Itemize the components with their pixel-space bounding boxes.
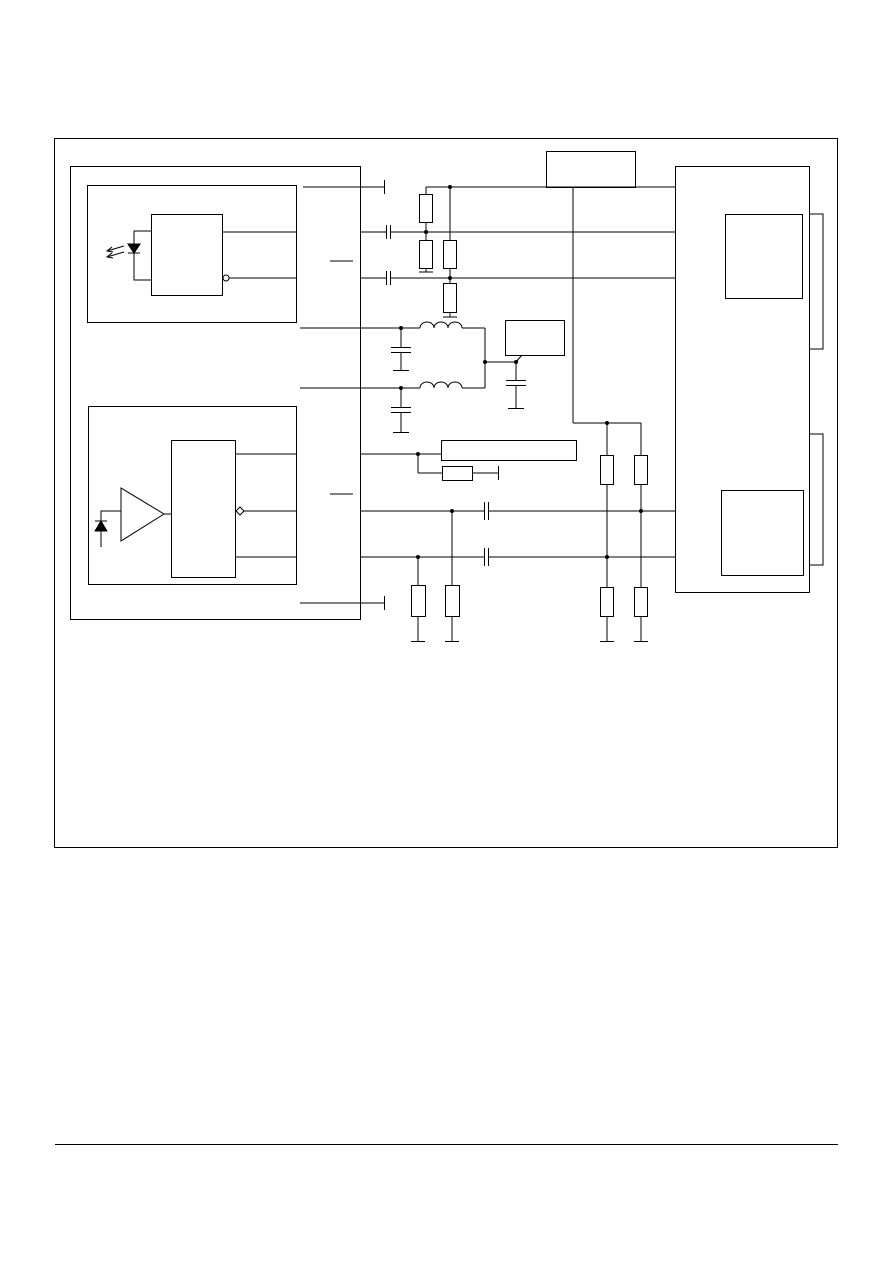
regulator-block [505, 320, 565, 363]
resistors [411, 194, 648, 617]
resistor [411, 585, 426, 617]
host-ic-rx-block [721, 490, 804, 576]
light-emission-arrows-icon [105, 245, 125, 259]
resistor [634, 455, 648, 485]
postamp-ic [171, 440, 236, 578]
resistor [600, 455, 614, 485]
module-outline [70, 166, 361, 620]
resistor [443, 283, 457, 313]
receiver-box [88, 406, 297, 585]
receiver-section [88, 406, 297, 585]
host-ic-connector-top [809, 213, 824, 350]
laser-diode-icon [105, 230, 151, 281]
resistor [600, 587, 614, 617]
inductor-coil-icon [419, 381, 463, 389]
regulator-box [505, 320, 565, 356]
filter-capacitors [391, 328, 526, 433]
host-ic-outline [675, 166, 810, 593]
resistor [419, 240, 433, 269]
resistor [442, 466, 473, 481]
junction-dots [399, 185, 643, 559]
host-ic [675, 166, 824, 593]
footer-rule [55, 1144, 838, 1145]
wiring [360, 180, 676, 641]
supply-block [546, 151, 636, 188]
transceiver-module [70, 166, 361, 620]
inductors [419, 321, 463, 389]
preamp-triangle-icon [120, 487, 165, 542]
inductor-coil-icon [419, 321, 463, 329]
inverted-output-bubble [222, 274, 230, 282]
laser-driver-ic [151, 214, 223, 296]
photodiode-icon [94, 510, 121, 547]
transmitter-section [87, 185, 297, 323]
inverted-output-diamond [235, 506, 245, 516]
resistor [443, 240, 457, 269]
resistor [419, 194, 433, 223]
resistor [634, 587, 648, 617]
host-ic-connector-bottom [809, 433, 824, 566]
transmitter-box [87, 185, 297, 323]
signal-detect-bar [441, 440, 577, 461]
figure-frame [54, 138, 838, 848]
coupling-capacitors [386, 225, 489, 566]
resistor [445, 585, 460, 617]
host-ic-tx-block [725, 214, 803, 299]
